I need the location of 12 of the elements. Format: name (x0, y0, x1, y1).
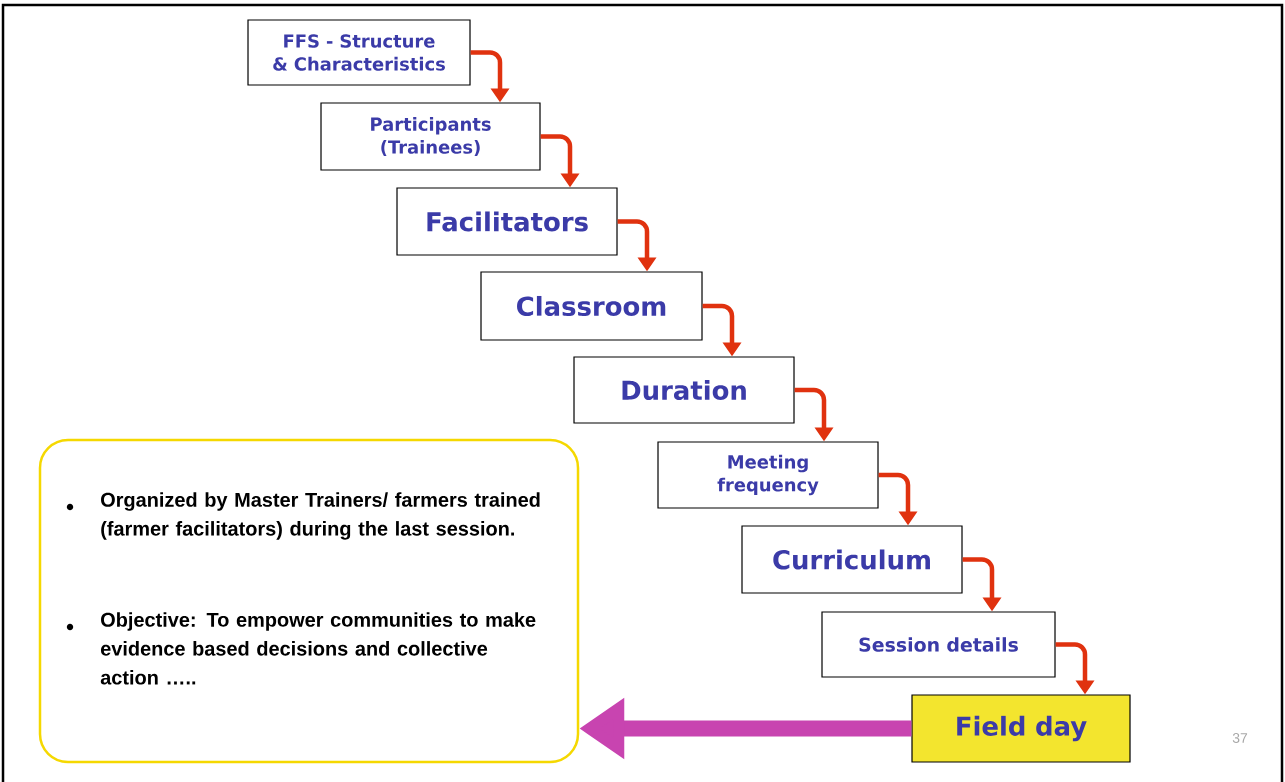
highlight-box: Field day (911, 694, 1131, 763)
bullet-text: Objective: To empower communities to make evidence based decisions and collective action ….. (100, 612, 536, 685)
step-box: Meeting frequency (657, 441, 879, 509)
step-box: Classroom (480, 271, 703, 341)
step-box: Participants (Trainees) (320, 102, 541, 171)
bullet-text: Organized by Master Trainers/ farmers trained (farmer facilitators) during the last session. (101, 492, 540, 540)
page-number: 37 (1232, 733, 1248, 743)
step-box: FFS - Structure & Characteristics (247, 19, 471, 86)
step-box: Duration (573, 356, 795, 424)
step-box: Curriculum (741, 525, 963, 594)
step-box: Session details (821, 611, 1056, 678)
step-box: Facilitators (396, 187, 618, 256)
